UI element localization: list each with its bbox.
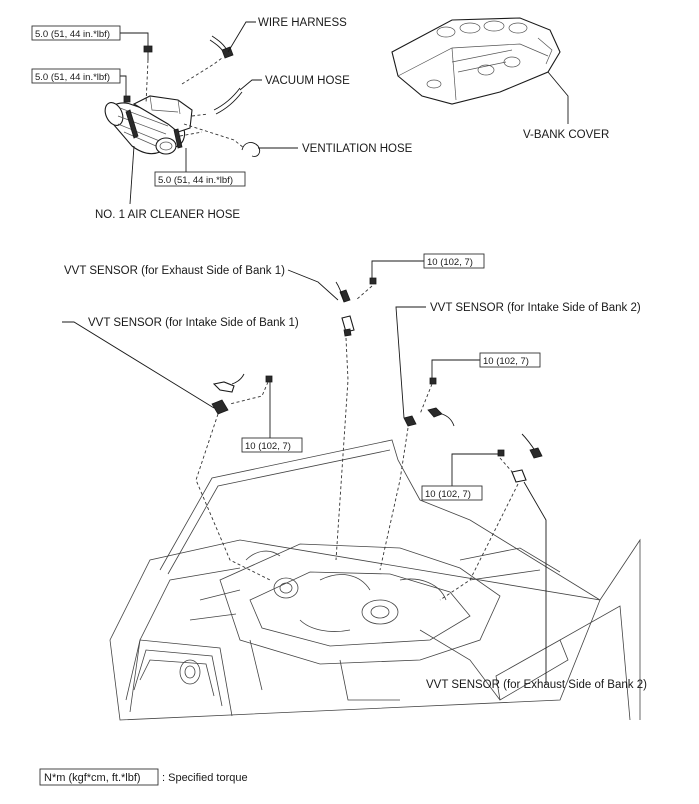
label-vvt-exhaust-bank2: VVT SENSOR (for Exhaust Side of Bank 2) bbox=[426, 679, 647, 691]
torque-box-5: 10 (102, 7) bbox=[479, 352, 541, 368]
label-v-bank-cover: V-BANK COVER bbox=[523, 129, 609, 141]
torque-value-7: 10 (102, 7) bbox=[425, 489, 471, 500]
label-wire-harness: WIRE HARNESS bbox=[258, 17, 347, 29]
vvt-sensor-exhaust-bank2-part bbox=[497, 433, 543, 483]
torque-value-5: 10 (102, 7) bbox=[483, 356, 529, 367]
torque-value-2: 5.0 (51, 44 in.*lbf) bbox=[35, 72, 110, 83]
torque-box-7: 10 (102, 7) bbox=[421, 485, 483, 501]
vacuum-hose-part bbox=[213, 87, 243, 115]
label-vvt-exhaust-bank1: VVT SENSOR (for Exhaust Side of Bank 1) bbox=[64, 265, 285, 277]
legend-description: : Specified torque bbox=[162, 772, 248, 784]
label-ventilation-hose: VENTILATION HOSE bbox=[302, 143, 413, 155]
label-vvt-intake-bank2: VVT SENSOR (for Intake Side of Bank 2) bbox=[430, 302, 641, 314]
torque-box-1: 5.0 (51, 44 in.*lbf) bbox=[31, 25, 121, 41]
torque-value-1: 5.0 (51, 44 in.*lbf) bbox=[35, 29, 110, 40]
legend-unit-box: N*m (kgf*cm, ft.*lbf) bbox=[44, 772, 141, 784]
torque-box-2: 5.0 (51, 44 in.*lbf) bbox=[31, 68, 121, 84]
v-bank-cover-illustration bbox=[391, 17, 561, 105]
air-cleaner-hose-illustration bbox=[104, 45, 193, 155]
label-vvt-intake-bank1: VVT SENSOR (for Intake Side of Bank 1) bbox=[88, 317, 299, 329]
wire-harness-part bbox=[209, 35, 234, 59]
vvt-sensor-intake-bank2-part bbox=[403, 377, 455, 427]
torque-legend: N*m (kgf*cm, ft.*lbf) : Specified torque bbox=[39, 768, 248, 786]
torque-box-3: 5.0 (51, 44 in.*lbf) bbox=[154, 171, 246, 187]
label-vacuum-hose: VACUUM HOSE bbox=[265, 75, 350, 87]
torque-value-3: 5.0 (51, 44 in.*lbf) bbox=[158, 175, 233, 186]
torque-value-6: 10 (102, 7) bbox=[245, 441, 291, 452]
vehicle-engine-bay-illustration bbox=[109, 439, 641, 721]
vvt-sensor-intake-bank1-part bbox=[211, 373, 273, 415]
ventilation-hose-part bbox=[241, 142, 261, 157]
torque-box-4: 10 (102, 7) bbox=[423, 253, 485, 269]
vvt-sensor-exhaust-bank1-part bbox=[335, 277, 377, 337]
torque-value-4: 10 (102, 7) bbox=[427, 257, 473, 268]
label-air-cleaner-hose: NO. 1 AIR CLEANER HOSE bbox=[95, 209, 240, 221]
torque-box-6: 10 (102, 7) bbox=[241, 437, 303, 453]
